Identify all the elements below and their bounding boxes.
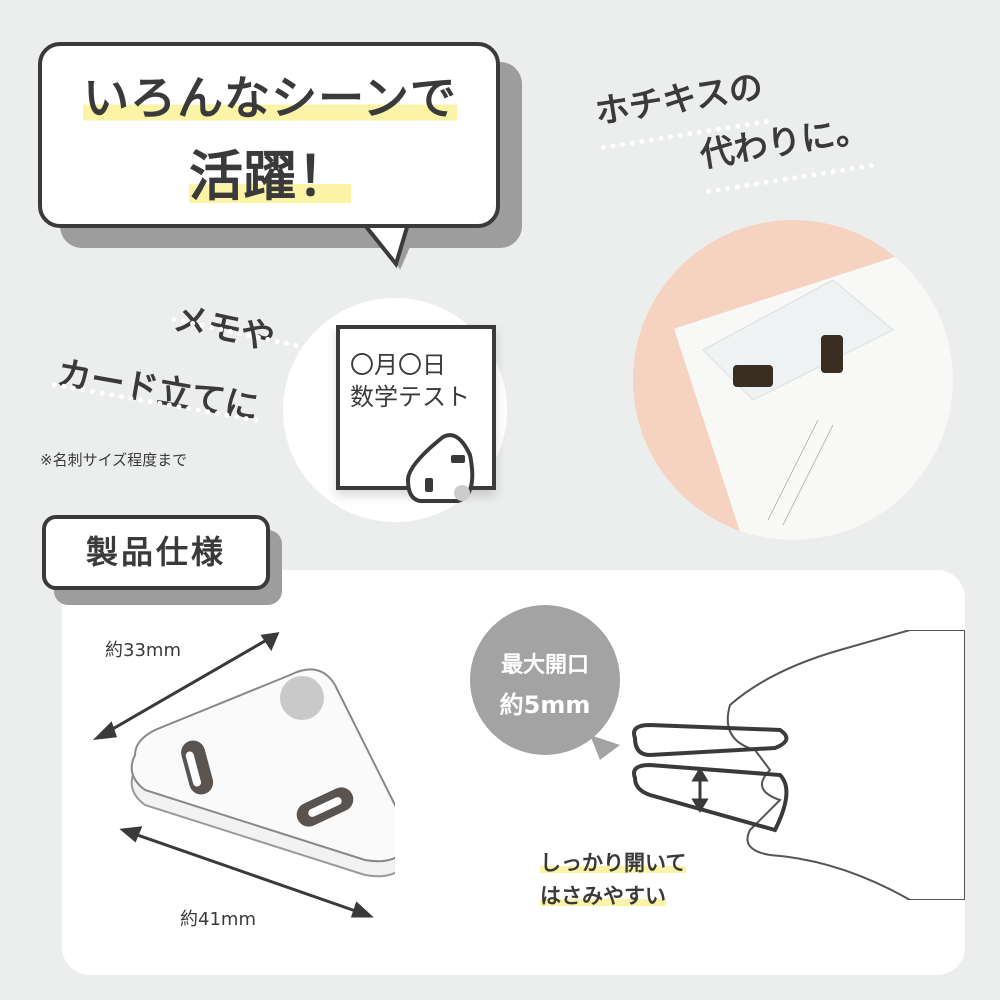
headline-line1-text: いろんなシーンで: [83, 71, 457, 125]
hand-illustration: [590, 630, 965, 900]
stapler-photo: [633, 220, 953, 540]
memo-subject: 数学テスト: [350, 383, 470, 411]
clip-photo: [702, 279, 894, 526]
memo-line1: メモや: [170, 298, 279, 359]
max-opening-label: 最大開口: [500, 653, 589, 678]
spec-title: 製品仕様: [42, 515, 270, 590]
memo-card: 〇月〇日 数学テスト: [336, 325, 496, 490]
base-label: 約41mm: [180, 909, 256, 930]
caption-line2: はさみやすい: [540, 880, 666, 910]
max-opening-value: 約5mm: [499, 691, 591, 719]
clip-icon: [405, 433, 475, 503]
caption-line1: しっかり開いて: [540, 847, 687, 877]
headline-line2: 活躍！: [60, 132, 480, 211]
headline-line2-text: 活躍！: [189, 145, 351, 208]
max-opening-badge: 最大開口 約5mm: [470, 605, 620, 755]
width-label: 約33mm: [105, 640, 181, 661]
headline-line1: いろんなシーンで: [60, 62, 480, 128]
size-note: ※名刺サイズ程度まで: [40, 451, 188, 469]
bubble-tail: [360, 220, 420, 270]
caption-line1-text: しっかり開いて: [540, 851, 687, 875]
memo-date: 〇月〇日: [350, 351, 446, 379]
clip-diagram: [92, 632, 395, 918]
caption-line2-text: はさみやすい: [540, 884, 666, 908]
